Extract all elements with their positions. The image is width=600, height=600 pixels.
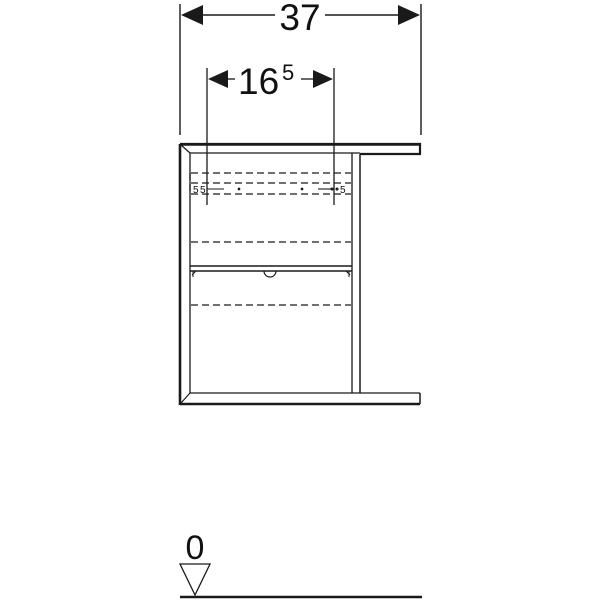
mark-label-right: 5: [340, 185, 346, 196]
arrow-inner-left-icon: [208, 70, 228, 88]
dimension-inner-spacing: 16: [238, 61, 279, 102]
mark-label-left: 5: [193, 185, 199, 196]
dimension-overall-width: 37: [279, 0, 320, 38]
mark-label-left-2: 5: [200, 185, 206, 196]
dimension-inner-superscript: 5: [282, 60, 294, 85]
arrow-inner-right-icon: [313, 70, 333, 88]
hidden-lines: [189, 172, 351, 306]
arrow-left-icon: [181, 5, 203, 25]
cabinet-outline: [178, 142, 422, 406]
level-marker-icon: [178, 563, 212, 597]
floor-level-label: 0: [186, 529, 205, 567]
arrow-right-icon: [398, 5, 420, 25]
mounting-marks: [207, 187, 339, 191]
